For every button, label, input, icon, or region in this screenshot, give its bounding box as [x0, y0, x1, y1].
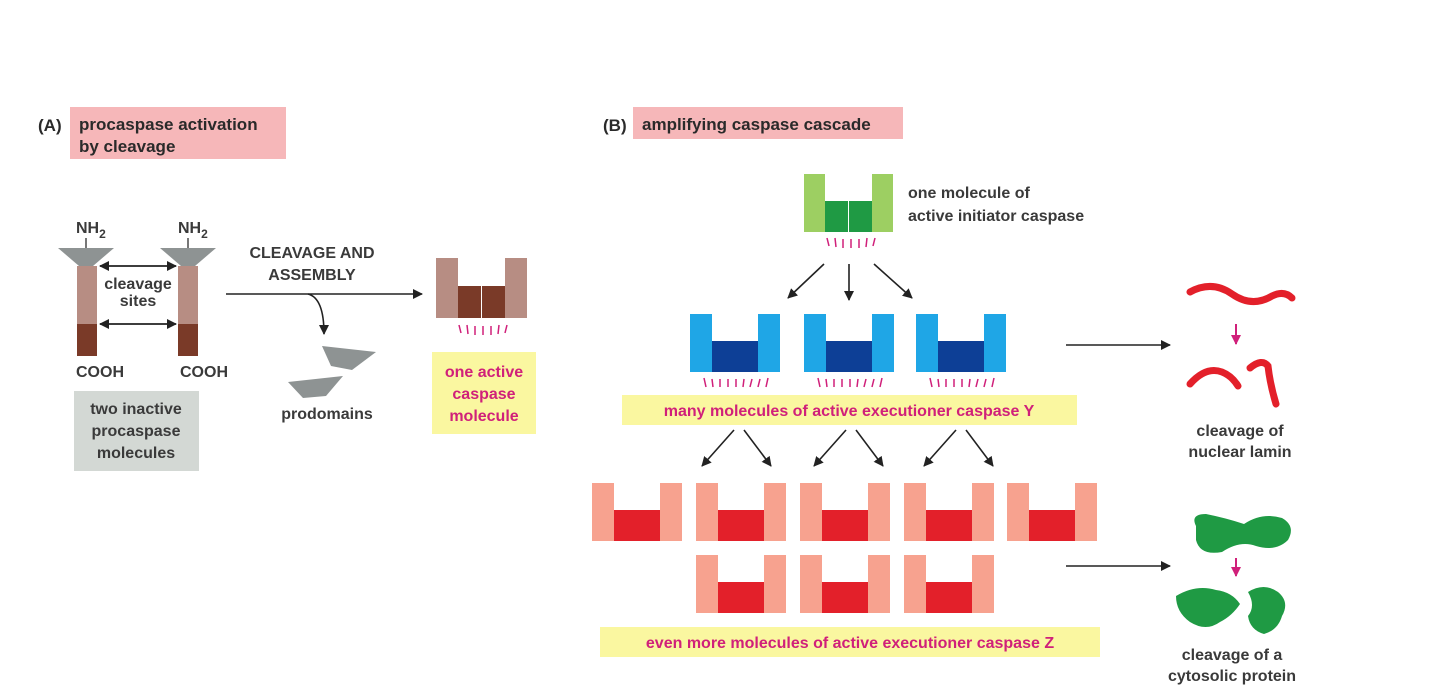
panel-a-letter: (A) [38, 116, 62, 135]
active-label-box [432, 352, 536, 434]
executioner-z-box [600, 627, 1100, 657]
active-line2: caspase [452, 386, 515, 403]
prodomains-label: prodomains [281, 406, 373, 423]
caspase-z-top-4 [904, 483, 994, 541]
panel-b-title-box [633, 107, 903, 139]
nh2-right-label: NH2 [178, 220, 208, 241]
active-caspase-a [436, 258, 527, 335]
panel-a: (A) procaspase activation by cleavage NH… [38, 107, 536, 471]
panel-b: (B) amplifying caspase cascade one molec… [592, 107, 1296, 685]
caspase-z-bottom-1 [696, 555, 786, 613]
caspase-z-bottom-3 [904, 555, 994, 613]
cleavage-sites-line2: sites [120, 293, 157, 310]
intact-lamin [1186, 283, 1296, 305]
released-prodomain-1 [322, 346, 376, 370]
caspase-y-row [690, 314, 1006, 388]
released-prodomain-2 [288, 376, 343, 398]
inactive-label-box [74, 391, 199, 471]
cytosolic-line2: cytosolic protein [1168, 668, 1296, 685]
lamin-line2: nuclear lamin [1188, 444, 1291, 461]
procaspase-right: NH2 COOH [160, 220, 228, 381]
inactive-line1: two inactive [90, 401, 182, 418]
lamin-fragment-1 [1186, 367, 1242, 390]
active-line3: molecule [449, 408, 518, 425]
caspase-z-top-1 [592, 483, 682, 541]
initiator-to-y-arrows [787, 263, 913, 301]
caspase-z-rows [592, 483, 1097, 613]
cleavage-sites-line1: cleavage [104, 276, 172, 293]
inactive-line2: procaspase [92, 423, 181, 440]
small-subunit-right [178, 324, 198, 356]
small-subunit-left [77, 324, 97, 356]
panel-b-letter: (B) [603, 116, 627, 135]
executioner-y-box [622, 395, 1077, 425]
cooh-left-label: COOH [76, 364, 124, 381]
large-subunit-left [77, 266, 97, 324]
cooh-right-label: COOH [180, 364, 228, 381]
cytosolic-line1: cleavage of a [1182, 647, 1283, 664]
large-subunit-right [178, 266, 198, 324]
lamin-fragment-2 [1246, 359, 1280, 408]
intact-cytosolic-protein [1194, 514, 1291, 553]
y-to-z-arrows [701, 429, 994, 467]
cytosolic-fragment-2 [1248, 587, 1286, 634]
caspase-y-3 [916, 314, 1006, 388]
panel-a-title-box [70, 107, 286, 159]
procaspase-left: NH2 COOH [58, 220, 124, 381]
inactive-line3: molecules [97, 445, 175, 462]
caspase-y-2 [804, 314, 894, 388]
executioner-y-label: many molecules of active executioner cas… [664, 403, 1035, 420]
nh2-left-label: NH2 [76, 220, 106, 241]
initiator-line2: active initiator caspase [908, 208, 1084, 225]
cytosolic-fragment-1 [1176, 588, 1240, 627]
panel-a-title-line2: by cleavage [79, 137, 175, 156]
panel-b-title: amplifying caspase cascade [642, 115, 871, 134]
prodomain-right [160, 248, 216, 266]
cleavage-assembly-line1: CLEAVAGE AND [249, 245, 374, 262]
executioner-z-label: even more molecules of active executione… [646, 635, 1054, 652]
caspase-z-top-2 [696, 483, 786, 541]
panel-a-title-line1: procaspase activation [79, 115, 258, 134]
caspase-z-top-3 [800, 483, 890, 541]
caspase-y-1 [690, 314, 780, 388]
cleavage-site-arrows [99, 261, 177, 329]
prodomain-branch-arrow [307, 293, 329, 335]
nuclear-lamin [1186, 283, 1296, 408]
lamin-line1: cleavage of [1196, 423, 1284, 440]
active-site-marks [458, 324, 508, 335]
prodomain-left [58, 248, 114, 266]
initiator-caspase [804, 174, 893, 248]
initiator-line1: one molecule of [908, 185, 1030, 202]
active-line1: one active [445, 364, 523, 381]
caspase-z-top-5 [1007, 483, 1097, 541]
cleavage-assembly-line2: ASSEMBLY [268, 267, 356, 284]
caspase-z-bottom-2 [800, 555, 890, 613]
cytosolic-protein [1176, 514, 1291, 634]
